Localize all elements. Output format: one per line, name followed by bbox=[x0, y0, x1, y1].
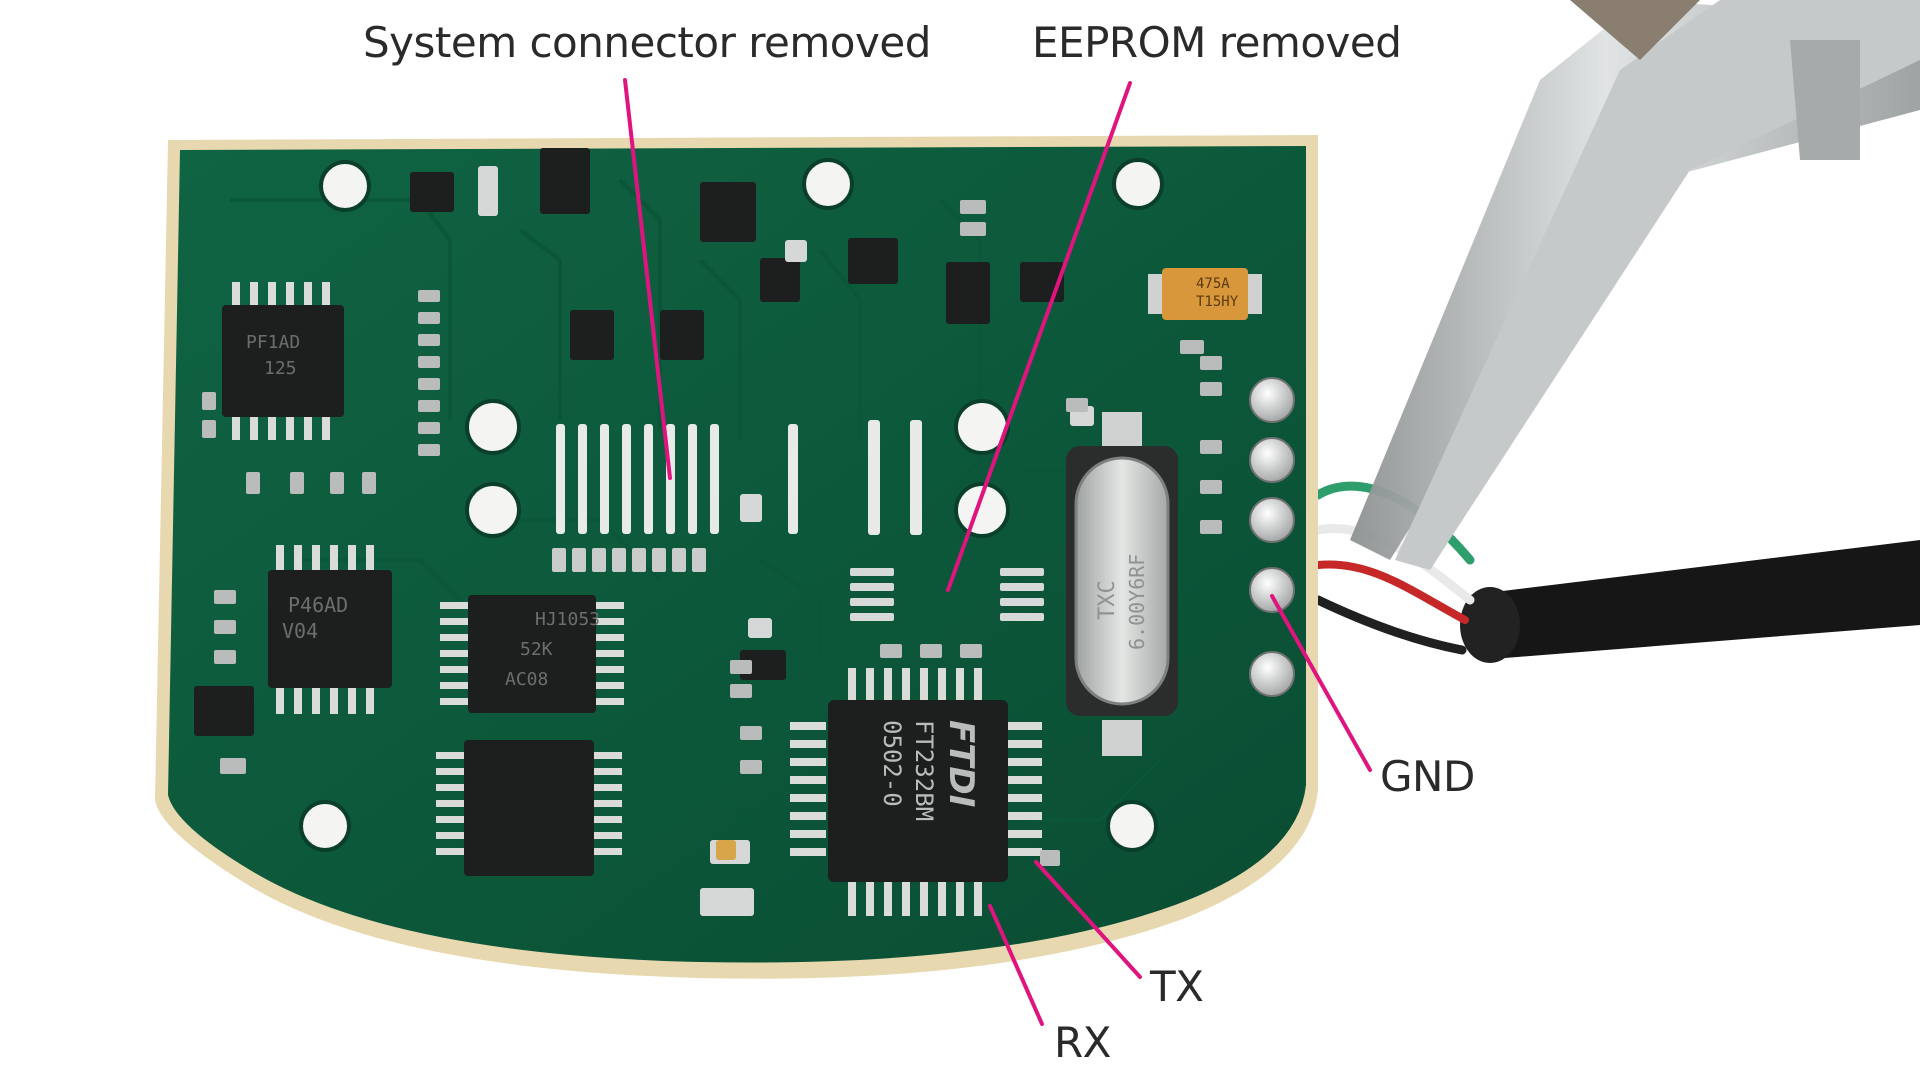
chip3-marking-b: 52K bbox=[520, 639, 553, 660]
chip1-marking-b: 125 bbox=[264, 358, 297, 379]
ic-chip-p46ad bbox=[268, 545, 392, 714]
annotation-lines bbox=[623, 78, 1372, 1026]
small-components bbox=[194, 148, 1222, 916]
ic-chip-bottom-left bbox=[436, 740, 622, 876]
rx-pointer bbox=[988, 904, 1044, 1026]
gnd-pointer bbox=[1270, 594, 1372, 772]
chip2-marking-b: V04 bbox=[282, 619, 318, 643]
eeprom-pointer bbox=[946, 81, 1132, 592]
chip3-marking-a: HJ1053 bbox=[535, 609, 600, 630]
ftdi-chip bbox=[790, 668, 1042, 916]
pcb-board: PF1AD 125 P46AD V04 bbox=[155, 135, 1318, 979]
ic-chip-hj1053 bbox=[440, 595, 624, 713]
eeprom-label: EEPROM removed bbox=[1032, 18, 1402, 67]
ftdi-code-marking: 0502-0 bbox=[878, 720, 906, 807]
chip3-marking-c: AC08 bbox=[505, 669, 548, 690]
crystal-marking-a: TXC bbox=[1095, 580, 1120, 620]
gnd-label: GND bbox=[1380, 752, 1475, 801]
system-connector-label: System connector removed bbox=[363, 18, 931, 67]
eeprom-pads bbox=[850, 568, 1044, 621]
ftdi-brand-marking: FTDI bbox=[941, 720, 981, 807]
rx-label: RX bbox=[1054, 1018, 1111, 1067]
chip1-marking-a: PF1AD bbox=[246, 332, 300, 353]
header-pads bbox=[1249, 377, 1295, 697]
tx-pointer bbox=[1034, 860, 1142, 979]
crystal-marking-b: 6.00Y6RF bbox=[1125, 554, 1149, 650]
chip2-marking-a: P46AD bbox=[288, 593, 348, 617]
usb-cable bbox=[1460, 540, 1920, 663]
system-connector-pointer bbox=[623, 78, 672, 480]
capacitor-marking-a: 475A bbox=[1196, 276, 1230, 292]
ic-chip-pf1ad bbox=[222, 282, 344, 440]
tantalum-capacitor bbox=[1148, 268, 1262, 320]
ftdi-part-marking: FT232BM bbox=[910, 720, 938, 821]
capacitor-marking-b: T15HY bbox=[1196, 294, 1239, 310]
crystal-oscillator bbox=[1066, 412, 1178, 756]
tweezers bbox=[1350, 0, 1920, 570]
tx-label: TX bbox=[1150, 962, 1204, 1011]
